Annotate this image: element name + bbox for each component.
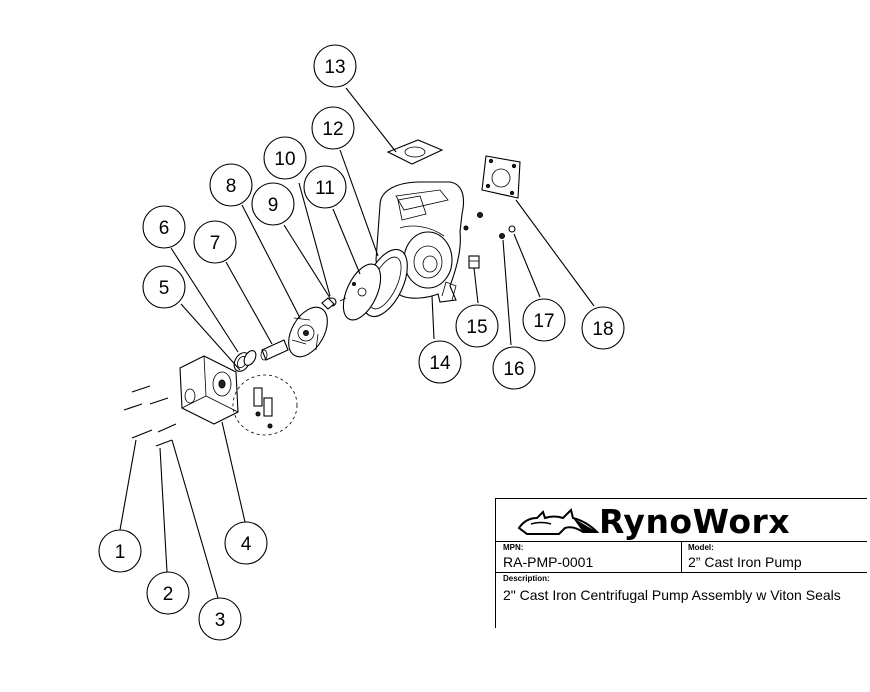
callout-4-label: 4 xyxy=(241,534,252,555)
part-illustrations xyxy=(123,139,521,447)
callout-15: 15 xyxy=(455,304,499,348)
callout-8-label: 8 xyxy=(226,176,237,197)
callout-2-label: 2 xyxy=(163,584,174,605)
callout-6: 6 xyxy=(142,205,186,249)
mpn-value: RA-PMP-0001 xyxy=(503,554,594,570)
brand-name: RynoWorx xyxy=(599,502,791,541)
callout-3: 3 xyxy=(198,597,242,641)
callout-14: 14 xyxy=(418,340,462,384)
description-value: 2" Cast Iron Centrifugal Pump Assembly w… xyxy=(503,587,841,603)
callout-1: 1 xyxy=(98,529,142,573)
callout-8: 8 xyxy=(209,163,253,207)
part-16-17-plugs xyxy=(463,212,516,239)
callout-6-label: 6 xyxy=(159,218,170,239)
part-18-flange-plate xyxy=(481,155,521,199)
callout-15-label: 15 xyxy=(466,317,487,338)
callout-3-label: 3 xyxy=(215,610,226,631)
callout-2: 2 xyxy=(146,571,190,615)
model-value: 2” Cast Iron Pump xyxy=(688,554,802,570)
callout-13: 13 xyxy=(313,44,357,88)
part-7-shaft-sleeve xyxy=(260,339,289,361)
callout-7-label: 7 xyxy=(210,233,221,254)
callout-5: 5 xyxy=(142,265,186,309)
callout-9: 9 xyxy=(251,182,295,226)
callout-13-label: 13 xyxy=(324,57,345,78)
part-9-10-nut-washer xyxy=(321,297,347,310)
callout-1-label: 1 xyxy=(115,542,126,563)
callout-16: 16 xyxy=(492,346,536,390)
callout-12: 12 xyxy=(311,106,355,150)
leader-lines xyxy=(119,87,595,599)
callout-11-label: 11 xyxy=(315,178,335,199)
callout-14-label: 14 xyxy=(429,353,451,374)
part-8-impeller xyxy=(288,306,328,358)
callout-18-label: 18 xyxy=(592,319,613,340)
callout-7: 7 xyxy=(193,220,237,264)
mpn-label: MPN: xyxy=(503,543,524,552)
description-label: Description: xyxy=(503,574,550,583)
callout-12-label: 12 xyxy=(322,119,343,140)
callout-5-label: 5 xyxy=(159,278,170,299)
callout-10-label: 10 xyxy=(274,149,295,170)
title-block: RynoWorx MPN: RA-PMP-0001 Model: 2” Cast… xyxy=(495,498,867,628)
part-4-adapter-housing xyxy=(179,355,239,425)
callout-16-label: 16 xyxy=(503,359,524,380)
part-1-2-3-bolts xyxy=(123,385,177,447)
rhino-logo-icon xyxy=(517,508,599,535)
part-13-gasket xyxy=(386,139,444,165)
callout-11: 11 xyxy=(303,165,347,209)
callout-17-label: 17 xyxy=(533,311,554,332)
part-15-drain-plug xyxy=(468,255,480,269)
callout-4: 4 xyxy=(224,521,268,565)
callout-18: 18 xyxy=(581,306,625,350)
callout-10: 10 xyxy=(263,136,307,180)
part-11-wear-plate xyxy=(342,263,382,321)
callout-17: 17 xyxy=(522,298,566,342)
callout-9-label: 9 xyxy=(268,195,279,216)
part-6-mechanical-seal xyxy=(233,350,257,372)
callouts: 1 2 3 4 5 6 7 8 9 10 11 12 13 14 15 16 1… xyxy=(98,44,625,641)
part-5-detail-view xyxy=(232,374,298,436)
model-label: Model: xyxy=(688,543,714,552)
